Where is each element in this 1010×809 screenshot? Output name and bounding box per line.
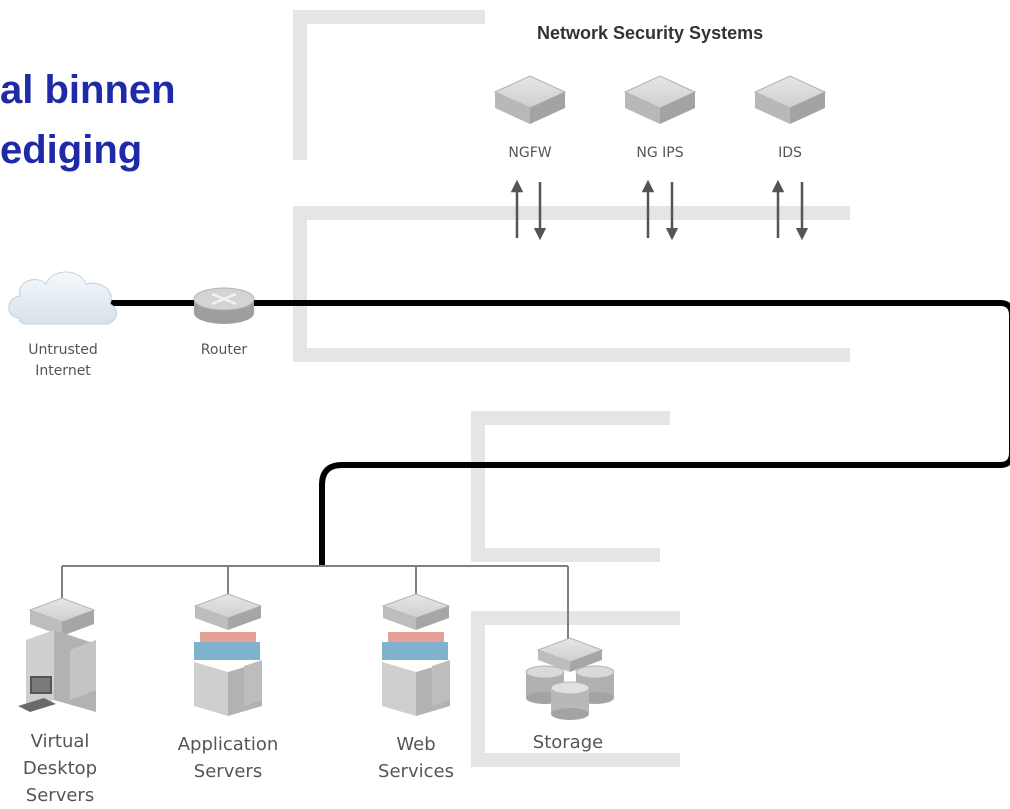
application-servers-label: Application Servers [177,734,279,782]
virtual-desktop-servers-label: Virtual Desktop Servers [22,731,98,806]
backbone-link [105,300,1010,566]
web-server-icon[interactable] [381,593,451,716]
storage-icon[interactable] [525,637,615,720]
virtual-desktop-server-icon[interactable] [18,597,96,712]
router-label: Router [200,342,248,358]
router-icon [193,287,255,324]
storage-label: Storage [532,732,604,753]
traffic-arrows [510,179,809,241]
untrusted-internet-label: Untrusted Internet [28,342,98,379]
slide-title-line-1: al binnen [0,68,176,112]
ids-label: IDS [778,145,802,161]
server-distribution-lines [61,565,569,640]
application-server-icon[interactable] [193,593,263,716]
slide-title-line-2: ediging [0,128,143,172]
ngips-label: NG IPS [636,145,684,161]
web-services-label: Web Services [378,734,454,782]
security-device-ngfw[interactable] [493,75,567,124]
cloud-icon [8,271,117,325]
security-device-ngips[interactable] [623,75,697,124]
ngfw-label: NGFW [508,145,552,161]
security-systems-title: Network Security Systems [537,23,764,43]
background-brackets [293,10,850,767]
security-device-ids[interactable] [753,75,827,124]
